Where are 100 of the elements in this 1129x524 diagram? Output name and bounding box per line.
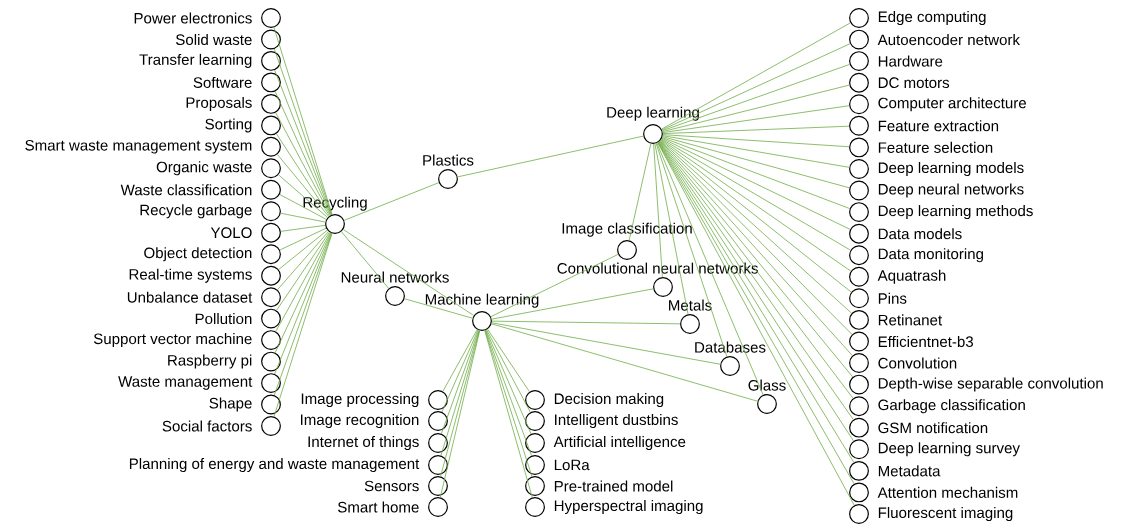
keyword-node: Smart home xyxy=(338,497,448,517)
connector-line xyxy=(491,322,721,365)
node-label: Data monitoring xyxy=(878,248,983,263)
keyword-node: Deep learning methods xyxy=(849,202,1033,223)
node-label: Power electronics xyxy=(134,12,252,24)
node-label: Pre-trained model xyxy=(554,480,673,492)
connector-line xyxy=(275,112,331,216)
keyword-node: Data monitoring xyxy=(849,245,983,266)
keyword-node: Transfer learning xyxy=(139,50,281,71)
connector-line xyxy=(490,253,619,317)
connector-line xyxy=(661,43,851,131)
keyword-node: Deep learning xyxy=(607,106,699,144)
connector-line xyxy=(276,154,330,217)
keyword-node: Intelligent dustbins xyxy=(525,411,678,431)
connector-line xyxy=(653,143,663,278)
connector-line xyxy=(276,133,330,217)
node-label: Data models xyxy=(878,228,962,240)
keyword-node: Software xyxy=(193,72,281,93)
node-label: Edge computing xyxy=(878,10,986,26)
keyword-node: Feature selection xyxy=(849,137,993,158)
node-label: Deep learning models xyxy=(878,161,1024,177)
connector-line xyxy=(655,143,728,357)
connector-line xyxy=(491,323,758,402)
node-label: Fluorescent imaging xyxy=(878,506,1013,521)
connector-line xyxy=(276,231,330,311)
keyword-node: Power electronics xyxy=(134,8,281,28)
keyword-node: Object detection xyxy=(144,244,281,265)
keyword-node: Hardware xyxy=(849,51,943,72)
node-label: Autoencoder network xyxy=(877,34,1021,46)
connector-line xyxy=(662,134,850,148)
keyword-node: Hyperspectral imaging xyxy=(525,497,703,517)
keyword-node: Deep learning models xyxy=(849,159,1024,179)
connector-line xyxy=(343,182,440,221)
node-label: Deep learning methods xyxy=(878,205,1033,220)
keyword-node: Feature extraction xyxy=(849,115,999,136)
node-label: Attention mechanism xyxy=(877,486,1018,498)
connector-line xyxy=(280,212,326,223)
connector-line xyxy=(340,231,390,289)
node-label: Convolution xyxy=(878,357,957,369)
connector-line xyxy=(485,329,532,435)
keyword-node: Support vector machine xyxy=(93,330,281,351)
node-label: Image recognition xyxy=(300,413,419,428)
connector-line xyxy=(278,229,328,270)
node-label: Efficientnet-b3 xyxy=(878,335,974,348)
connector-line xyxy=(661,137,851,230)
keyword-node: Depth-wise separable convolution xyxy=(849,374,1103,395)
node-label: Neural networks xyxy=(341,271,449,283)
connector-line xyxy=(279,227,327,251)
keyword-node: Convolutional neural networks xyxy=(557,262,758,297)
node-label: Image processing xyxy=(301,392,419,407)
node-label: Planning of energy and waste management xyxy=(129,457,420,472)
node-label: Deep learning xyxy=(607,106,699,121)
connector-line xyxy=(439,330,481,498)
keyword-node: Pre-trained model xyxy=(525,476,673,496)
node-label: Support vector machine xyxy=(93,333,252,348)
keyword-node: Artificial intelligence xyxy=(525,433,686,453)
keyword-node: Aquatrash xyxy=(849,266,946,287)
keyword-node: Internet of things xyxy=(308,433,448,453)
node-label: Convolutional neural networks xyxy=(557,262,758,274)
node-label: Deep neural networks xyxy=(878,183,1024,198)
node-label: LoRa xyxy=(554,459,590,471)
node-label: YOLO xyxy=(210,227,252,239)
keyword-node: Computer architecture xyxy=(849,94,1026,115)
node-label: Retinanet xyxy=(878,314,943,326)
connector-line xyxy=(440,329,480,435)
keyword-node: Pins xyxy=(849,288,907,309)
keyword-node: Deep neural networks xyxy=(849,180,1024,201)
connector-line xyxy=(662,105,850,133)
connector-line xyxy=(275,232,331,332)
node-label: Decision making xyxy=(554,392,664,407)
keyword-node: Data models xyxy=(849,223,962,244)
node-label: Machine learning xyxy=(425,293,539,308)
connector-line xyxy=(279,194,327,220)
node-label: Plastics xyxy=(423,154,474,166)
node-label: Smart home xyxy=(338,501,419,513)
node-label: Shape xyxy=(209,397,252,412)
node-label: Smart waste management system xyxy=(25,139,252,154)
keyword-node: Recycle garbage xyxy=(140,201,281,222)
keyword-node: Real-time systems xyxy=(129,265,281,286)
keyword-node: Glass xyxy=(748,379,786,414)
connector-line xyxy=(662,136,850,189)
node-label: Depth-wise separable convolution xyxy=(878,377,1103,392)
connector-line xyxy=(442,329,478,392)
node-label: Solid waste xyxy=(176,33,252,46)
node-label: Image classification xyxy=(562,222,692,237)
node-label: Metadata xyxy=(878,465,941,477)
keyword-node: DC motors xyxy=(849,72,950,93)
node-label: Hardware xyxy=(878,55,943,67)
connector-line xyxy=(662,135,850,168)
connector-line xyxy=(457,135,644,178)
connector-line xyxy=(274,232,332,375)
keyword-node: Solid waste xyxy=(176,29,281,50)
node-label: Object detection xyxy=(144,247,252,262)
keyword-node: Image recognition xyxy=(301,411,448,431)
node-label: Deep learning survey xyxy=(878,442,1020,457)
keyword-node: Efficientnet-b3 xyxy=(849,331,973,352)
node-label: Proposals xyxy=(186,96,252,111)
node-label: Aquatrash xyxy=(877,269,946,284)
connector-line xyxy=(654,143,689,315)
node-label: DC motors xyxy=(878,77,950,89)
